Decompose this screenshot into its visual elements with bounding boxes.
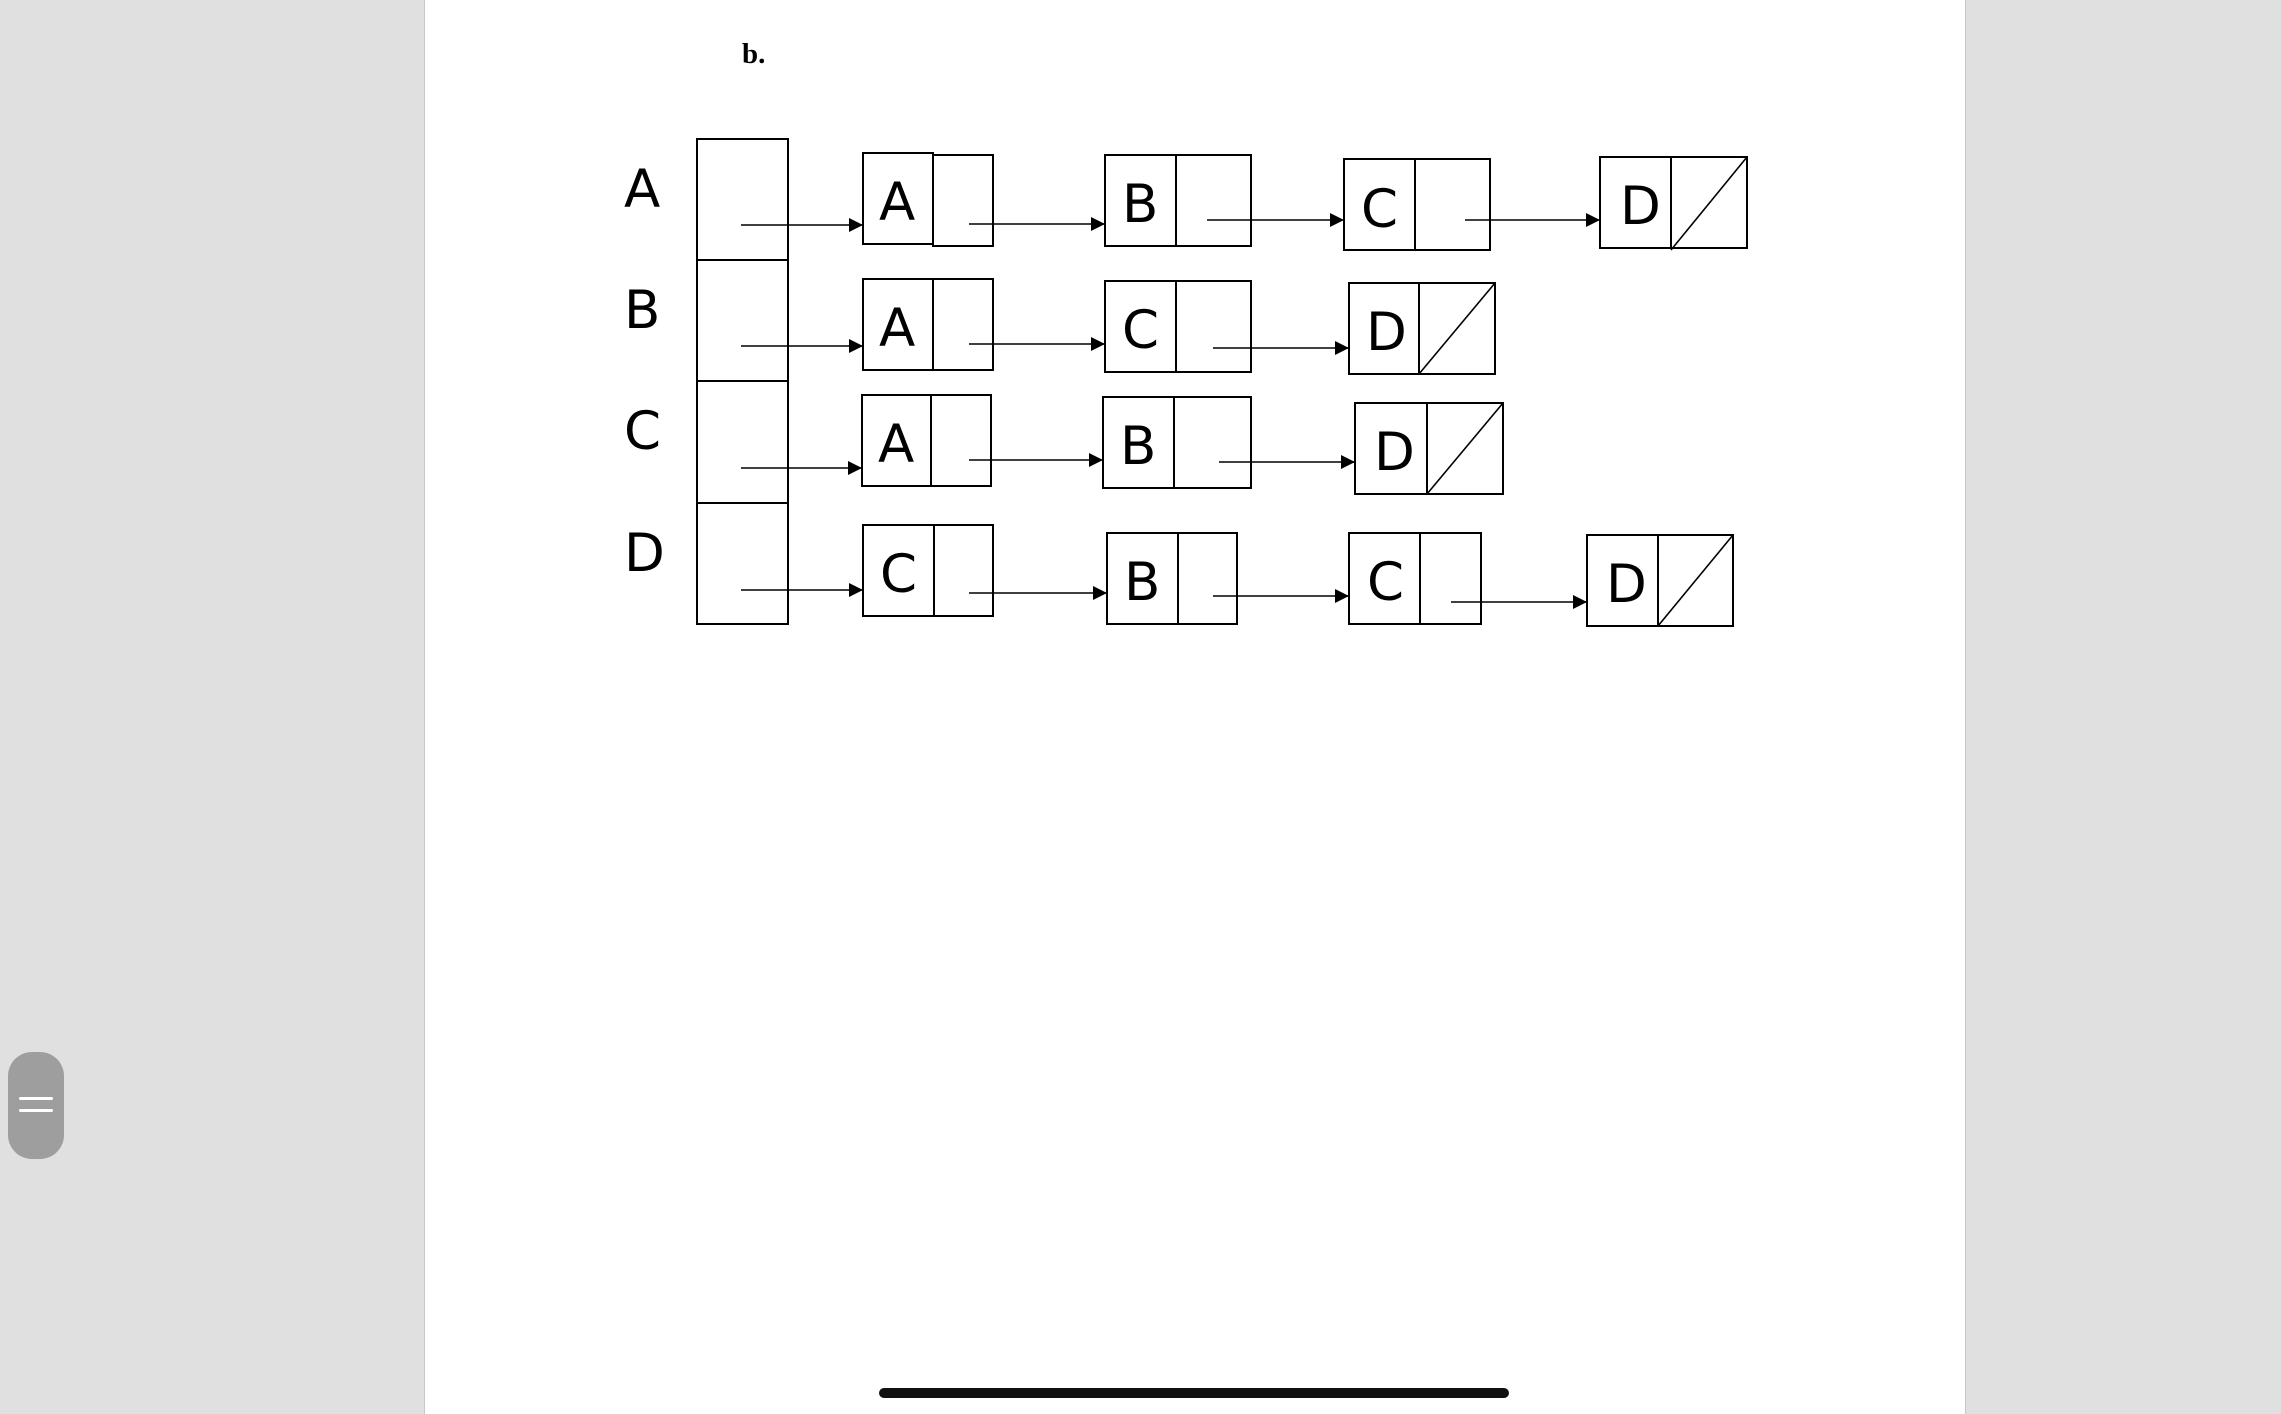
list-node: B: [1104, 154, 1252, 247]
node-value: B: [1122, 174, 1158, 235]
array-cell: [696, 259, 789, 382]
node-value: B: [1124, 552, 1160, 613]
array-cell: [696, 380, 789, 504]
list-node: D: [1348, 282, 1496, 375]
list-node: C: [1104, 280, 1252, 373]
list-node: D: [1586, 534, 1734, 627]
node-value: D: [1366, 302, 1407, 363]
grip-line-icon: [19, 1109, 53, 1112]
row-label: C: [624, 401, 661, 462]
grip-line-icon: [19, 1097, 53, 1100]
row-label: B: [624, 280, 660, 341]
row-label: A: [624, 159, 660, 220]
list-node: B: [1102, 396, 1252, 489]
node-value: D: [1606, 554, 1647, 615]
node-value: C: [1361, 179, 1398, 240]
list-node: C: [1343, 158, 1491, 251]
list-node: A: [862, 152, 994, 247]
list-node: A: [861, 394, 992, 487]
list-node: B: [1106, 532, 1238, 625]
node-value: A: [879, 298, 915, 359]
array-cell: [696, 502, 789, 625]
node-value: D: [1374, 422, 1415, 483]
node-value: C: [1367, 552, 1404, 613]
home-indicator[interactable]: [879, 1388, 1509, 1398]
node-value: B: [1120, 416, 1156, 477]
row-label: D: [624, 523, 665, 584]
node-value: D: [1620, 176, 1661, 237]
node-value: A: [878, 414, 914, 475]
section-heading: b.: [742, 38, 766, 70]
list-node: C: [1348, 532, 1482, 625]
list-node: C: [862, 524, 994, 617]
node-value: C: [1122, 300, 1159, 361]
array-cell: [696, 138, 789, 261]
node-value: A: [879, 172, 915, 233]
list-node: D: [1599, 156, 1748, 251]
scroll-handle[interactable]: [8, 1052, 64, 1159]
node-value: C: [880, 544, 917, 605]
list-node: D: [1354, 402, 1504, 495]
list-node: A: [862, 278, 994, 371]
